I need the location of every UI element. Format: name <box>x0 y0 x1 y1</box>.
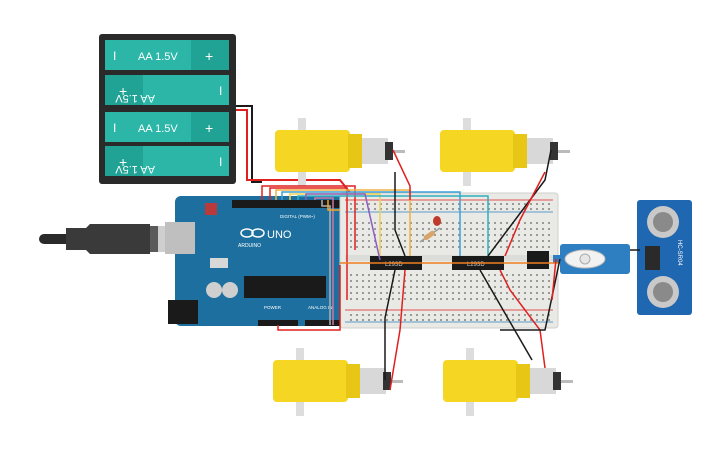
battery-ground-wire[interactable] <box>236 105 262 183</box>
digital-header <box>232 200 342 208</box>
motor-top-right[interactable] <box>440 118 570 186</box>
capacitor <box>222 282 238 298</box>
svg-text:I: I <box>219 84 222 98</box>
svg-text:AA 1.5V: AA 1.5V <box>138 123 178 135</box>
board-logo-text: ARDUINO <box>238 243 261 249</box>
battery-cell-2: + AA 1.5V I <box>105 75 229 105</box>
svg-text:+: + <box>119 83 127 99</box>
svg-text:L293D: L293D <box>467 262 485 268</box>
svg-text:AA 1.5V: AA 1.5V <box>115 163 155 175</box>
motor-bottom-left[interactable] <box>273 348 403 416</box>
motor-top-left[interactable] <box>275 118 405 186</box>
svg-text:I: I <box>113 121 116 135</box>
svg-text:I: I <box>113 49 116 63</box>
ultrasonic-sensor[interactable]: HC-SR04 <box>637 200 692 315</box>
sensor-label: HC-SR04 <box>676 240 682 266</box>
battery-cell-3: I AA 1.5V + <box>105 112 229 142</box>
analog-label: ANALOG IN <box>308 305 333 310</box>
crystal <box>210 258 228 268</box>
power-jack <box>168 300 198 324</box>
power-header <box>258 320 298 326</box>
battery-cell-4: + AA 1.5V I <box>105 146 229 176</box>
resistor[interactable] <box>419 227 441 243</box>
battery-cell-1: I AA 1.5V + <box>105 40 229 70</box>
servo-connector[interactable] <box>527 251 549 269</box>
svg-text:I: I <box>219 155 222 169</box>
wires[interactable] <box>261 149 640 391</box>
board-brand: UNO <box>267 229 292 241</box>
svg-text:+: + <box>205 120 213 136</box>
svg-text:+: + <box>205 48 213 64</box>
reset-button[interactable] <box>205 203 217 215</box>
battery-power-wire[interactable] <box>236 109 353 196</box>
svg-text:L293D: L293D <box>385 262 403 268</box>
capacitor <box>206 282 222 298</box>
servo-motor[interactable] <box>553 244 630 274</box>
breadboard-holes <box>350 203 550 321</box>
led[interactable] <box>433 216 441 226</box>
digital-label: DIGITAL (PWM~) <box>280 214 315 219</box>
usb-port <box>165 222 195 254</box>
power-label: POWER <box>264 305 282 310</box>
arduino-uno-board[interactable]: DIGITAL (PWM~) UNO ARDUINO POWER ANALOG … <box>165 196 347 326</box>
svg-text:AA 1.5V: AA 1.5V <box>115 92 155 104</box>
atmega-chip <box>244 276 326 298</box>
svg-text:+: + <box>119 154 127 170</box>
analog-header <box>305 320 341 326</box>
arduino-logo <box>240 228 265 238</box>
battery-pack[interactable]: I AA 1.5V + + AA 1.5V I I AA 1.5V + + AA… <box>99 34 236 184</box>
svg-text:AA 1.5V: AA 1.5V <box>138 51 178 63</box>
motor-bottom-right[interactable] <box>443 348 573 416</box>
